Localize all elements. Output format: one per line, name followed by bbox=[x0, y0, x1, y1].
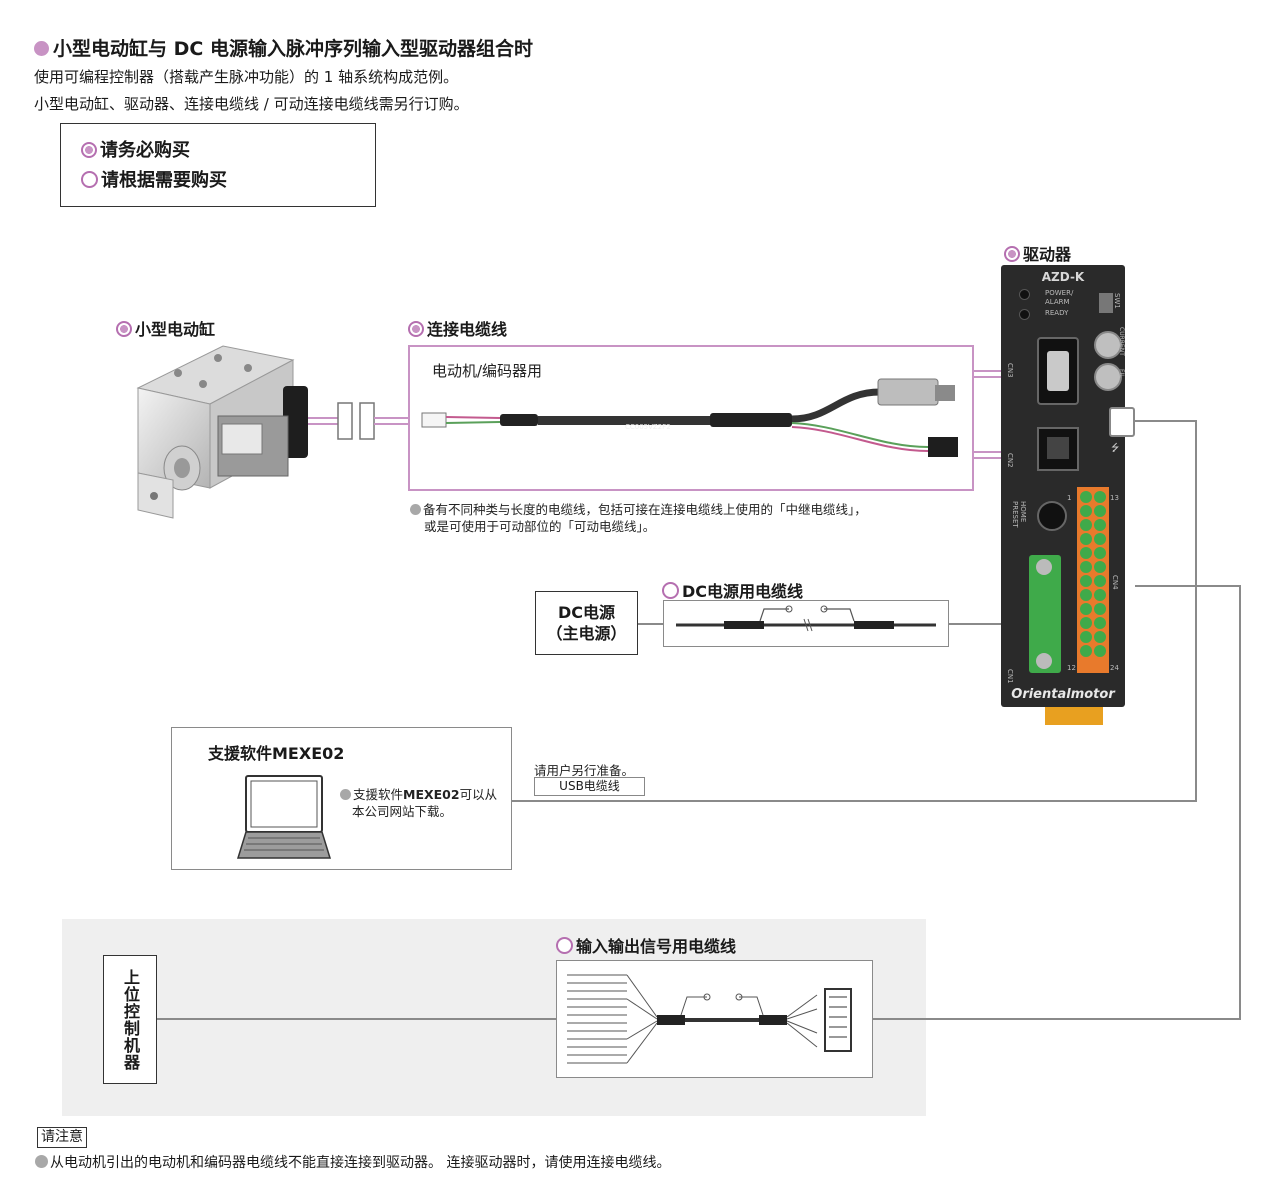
sw1-label: SW1 bbox=[1113, 293, 1121, 309]
required-mark-icon bbox=[1004, 246, 1020, 262]
current-dial-icon bbox=[1094, 331, 1122, 359]
cn1-label: CN1 bbox=[1006, 669, 1014, 684]
usb-cable-label: USB电缆线 bbox=[534, 777, 645, 796]
cable-note-2: 或是可使用于可动部位的「可动电缆线」。 bbox=[424, 519, 656, 534]
driver-brand: Orientalmotor bbox=[1011, 687, 1115, 702]
io-cable-illustration bbox=[567, 974, 852, 1064]
note-dot-icon bbox=[340, 789, 351, 800]
fil-dial-icon bbox=[1094, 363, 1122, 391]
legend-optional: 请根据需要购买 bbox=[81, 166, 227, 192]
io-cable-box bbox=[556, 960, 873, 1078]
io-cable-label: 输入输出信号用电缆线 bbox=[556, 933, 736, 957]
current-label: CURRENT bbox=[1118, 327, 1125, 356]
host-controller: 上位控制机器 bbox=[103, 955, 157, 1084]
pin13-label: 13 bbox=[1110, 494, 1119, 502]
pin12-label: 12 bbox=[1067, 664, 1076, 672]
cable-label: 连接电缆线 bbox=[408, 316, 507, 340]
software-note-1: 支援软件MEXE02可以从 bbox=[340, 784, 497, 803]
dc-cable-box bbox=[663, 600, 949, 647]
actuator-illustration bbox=[136, 345, 308, 519]
cable-illustration: CC005VZ2F2 bbox=[421, 378, 958, 457]
pin1-label: 1 bbox=[1067, 494, 1072, 502]
cn1-power-terminal bbox=[1029, 555, 1061, 673]
cn2-port bbox=[1037, 427, 1079, 471]
dc-cable-label: DC电源用电缆线 bbox=[662, 578, 803, 602]
required-mark-icon bbox=[408, 321, 424, 337]
optional-mark-icon bbox=[662, 582, 679, 599]
usb-prep-note: 请用户另行准备。 bbox=[534, 763, 635, 778]
optional-mark-icon bbox=[81, 171, 98, 188]
ready-led-icon bbox=[1019, 309, 1030, 320]
connection-cable-box: 电动机/编码器用 CC005VZ2F2 bbox=[408, 345, 974, 491]
cn2-label: CN2 bbox=[1006, 453, 1014, 468]
cn4-terminal-block bbox=[1077, 487, 1109, 673]
cn3-port bbox=[1037, 337, 1079, 405]
intro-line-2: 小型电动缸、驱动器、连接电缆线 / 可动连接电缆线需另行订购。 bbox=[34, 95, 469, 113]
software-note-2: 本公司网站下载。 bbox=[352, 804, 453, 819]
dc-cable-illustration bbox=[676, 605, 936, 632]
cn3-label: CN3 bbox=[1006, 363, 1014, 378]
bullet-dot-icon bbox=[34, 41, 49, 56]
dc-power-source: DC电源 （主电源） bbox=[535, 591, 638, 655]
footer-note: 从电动机引出的电动机和编码器电缆线不能直接连接到驱动器。 连接驱动器时，请使用连… bbox=[35, 1152, 670, 1172]
legend-box: 请务必购买 请根据需要购买 bbox=[60, 123, 376, 207]
laptop-icon bbox=[236, 775, 332, 859]
din-clip bbox=[1045, 707, 1103, 725]
footer-tag: 请注意 bbox=[37, 1127, 87, 1148]
note-dot-icon bbox=[35, 1155, 48, 1168]
home-preset-button bbox=[1037, 501, 1067, 531]
driver-model: AZD-K bbox=[1041, 270, 1085, 284]
actuator-label: 小型电动缸 bbox=[116, 316, 215, 340]
required-mark-icon bbox=[81, 142, 97, 158]
legend-required: 请务必购买 bbox=[81, 136, 190, 162]
cn4-label: CN4 bbox=[1111, 575, 1119, 590]
optional-mark-icon bbox=[556, 937, 573, 954]
required-mark-icon bbox=[116, 321, 132, 337]
software-title: 支援软件MEXE02 bbox=[208, 744, 345, 763]
pin24-label: 24 bbox=[1110, 664, 1119, 672]
cable-print-text: CC005VZ2F2 bbox=[625, 423, 671, 431]
cable-note-1: 备有不同种类与长度的电缆线，包括可接在连接电缆线上使用的「中继电缆线」， bbox=[410, 499, 867, 518]
software-box: 支援软件MEXE02 支援软件MEXE02可以从 本公司网站下载。 bbox=[171, 727, 512, 870]
driver-label: 驱动器 bbox=[1004, 241, 1071, 265]
note-dot-icon bbox=[410, 504, 421, 515]
usb-symbol-icon: ⭍ bbox=[1111, 443, 1120, 454]
intro-line-1: 使用可编程控制器（搭载产生脉冲功能）的 1 轴系统构成范例。 bbox=[34, 68, 459, 86]
page-title: 小型电动缸与 DC 电源输入脉冲序列输入型驱动器组合时 bbox=[34, 34, 533, 61]
cable-inner-label: 电动机/编码器用 bbox=[432, 362, 543, 380]
sw1-switch bbox=[1099, 293, 1113, 313]
fil-label: FIL bbox=[1118, 369, 1125, 378]
power-led-icon bbox=[1019, 289, 1030, 300]
usb-port-icon bbox=[1109, 407, 1135, 437]
